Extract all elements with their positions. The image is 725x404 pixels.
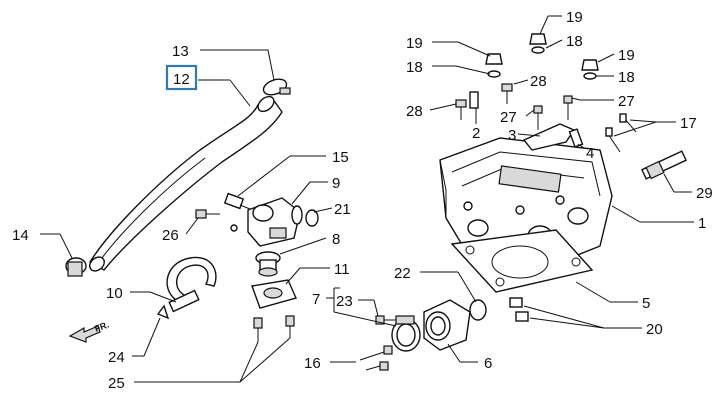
- callout-17[interactable]: 17: [680, 115, 697, 132]
- head-bolts[interactable]: [533, 95, 573, 130]
- selected-part-highlight: [165, 64, 198, 91]
- stud-bolts[interactable]: [455, 83, 513, 120]
- callout-19-right[interactable]: 19: [618, 47, 635, 64]
- callout-28-left[interactable]: 28: [406, 103, 423, 120]
- callout-23[interactable]: 23: [336, 293, 353, 310]
- spark-plug[interactable]: [641, 150, 687, 180]
- washer[interactable]: [583, 72, 597, 80]
- manifold-screws[interactable]: [359, 345, 393, 371]
- callout-12[interactable]: 12: [173, 71, 190, 88]
- callout-19-left[interactable]: 19: [406, 35, 423, 52]
- thermostat-base[interactable]: [251, 279, 297, 309]
- callout-3[interactable]: 3: [508, 127, 516, 144]
- rocker-arm[interactable]: [522, 123, 576, 151]
- callout-20[interactable]: 20: [646, 321, 663, 338]
- intake-clamp[interactable]: [391, 315, 421, 352]
- callout-27-right[interactable]: 27: [618, 93, 635, 110]
- coolant-hose[interactable]: [87, 94, 283, 274]
- callout-4[interactable]: 4: [586, 145, 594, 162]
- clamp-screw[interactable]: [375, 315, 396, 325]
- intake-o-ring[interactable]: [469, 299, 487, 321]
- clip[interactable]: [156, 304, 170, 320]
- callout-10[interactable]: 10: [106, 285, 123, 302]
- callout-24[interactable]: 24: [108, 349, 125, 366]
- callout-28-right[interactable]: 28: [530, 73, 547, 90]
- cap-nut[interactable]: [485, 53, 503, 65]
- callout-1[interactable]: 1: [698, 215, 706, 232]
- callout-7[interactable]: 7: [312, 291, 320, 308]
- head-gasket[interactable]: [450, 229, 594, 293]
- callout-5[interactable]: 5: [642, 295, 650, 312]
- bolts[interactable]: [253, 315, 295, 342]
- callout-29[interactable]: 29: [696, 185, 713, 202]
- hose-clamp-bottom[interactable]: [65, 257, 87, 277]
- callout-26[interactable]: 26: [162, 227, 179, 244]
- cap-nut[interactable]: [529, 33, 547, 45]
- front-direction-label: FR.: [93, 320, 110, 334]
- washer[interactable]: [531, 46, 545, 54]
- washer[interactable]: [230, 224, 238, 232]
- cap-nut[interactable]: [581, 59, 599, 71]
- callout-11[interactable]: 11: [334, 261, 350, 278]
- callout-22[interactable]: 22: [394, 265, 411, 282]
- callout-13[interactable]: 13: [172, 43, 189, 60]
- rocker-shaft[interactable]: [568, 128, 584, 148]
- callout-27-left[interactable]: 27: [500, 109, 517, 126]
- thermostat-cover[interactable]: [247, 197, 303, 247]
- temperature-sensor[interactable]: [223, 192, 251, 210]
- bypass-hose[interactable]: [166, 256, 217, 313]
- callout-2[interactable]: 2: [472, 125, 480, 142]
- callout-15[interactable]: 15: [332, 149, 349, 166]
- callout-18-left[interactable]: 18: [406, 59, 423, 76]
- dowel-pins[interactable]: [509, 297, 529, 322]
- o-ring[interactable]: [305, 209, 319, 227]
- callout-9[interactable]: 9: [332, 175, 340, 192]
- callout-6[interactable]: 6: [484, 355, 492, 372]
- callout-19-top[interactable]: 19: [566, 9, 583, 26]
- screw[interactable]: [195, 209, 220, 219]
- callout-8[interactable]: 8: [332, 231, 340, 248]
- callout-16[interactable]: 16: [304, 355, 321, 372]
- valves[interactable]: [605, 113, 637, 153]
- intake-manifold[interactable]: [423, 299, 471, 351]
- thermostat[interactable]: [255, 251, 281, 277]
- cylinder-head[interactable]: [439, 137, 613, 271]
- callout-25[interactable]: 25: [108, 375, 125, 392]
- callout-18-right[interactable]: 18: [618, 69, 635, 86]
- front-direction-arrow: [68, 325, 101, 343]
- callout-21[interactable]: 21: [334, 201, 351, 218]
- callout-14[interactable]: 14: [12, 227, 29, 244]
- leader-lines: [40, 15, 694, 383]
- callout-18-top[interactable]: 18: [566, 33, 583, 50]
- hose-clamp-top[interactable]: [261, 76, 291, 97]
- pin[interactable]: [469, 91, 479, 109]
